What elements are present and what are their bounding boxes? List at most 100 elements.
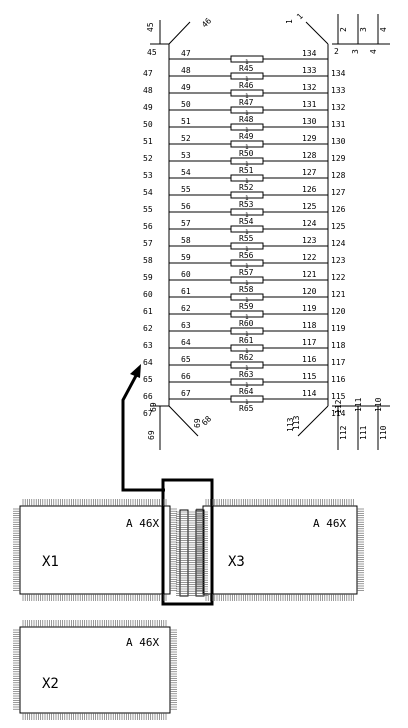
edge-pin-label: 4 — [379, 27, 388, 32]
pin-label-right-inner: 119 — [302, 304, 317, 313]
pin-label-left-inner: 56 — [181, 202, 191, 211]
pin-label-left-inner: 50 — [181, 100, 191, 109]
pin-label-left-outer: 63 — [143, 341, 153, 350]
pin-label-right-outer: 120 — [331, 307, 346, 316]
resistor-body — [230, 208, 264, 216]
component-x2-name: X2 — [42, 676, 59, 692]
resistor-pin-label: 1 — [245, 399, 249, 406]
pin-label-left-outer: 55 — [143, 205, 153, 214]
pin-label-right-inner: 133 — [302, 66, 317, 75]
component-x3-body — [202, 505, 358, 595]
resistor-body — [230, 327, 264, 335]
pin-label-right-outer: 133 — [331, 86, 346, 95]
pin-label-right-inner: 118 — [302, 321, 317, 330]
pin-label-left-inner: 57 — [181, 219, 191, 228]
resistor-pin-label: 1 — [245, 161, 249, 168]
resistor-label: R60 — [239, 319, 254, 328]
pin-label-left-inner: 60 — [181, 270, 191, 279]
edge-pin-label: 3 — [359, 27, 368, 32]
pin-label-left-inner: 51 — [181, 117, 191, 126]
corner-diagonal-top-right — [305, 21, 329, 45]
pin-label-left-inner: 61 — [181, 287, 191, 296]
pin-label-right-inner: 123 — [302, 236, 317, 245]
pin-label-right-inner: 115 — [302, 372, 317, 381]
pin-label-right-outer: 132 — [331, 103, 346, 112]
resistor-body — [230, 72, 264, 80]
zoom-arrow — [121, 364, 165, 492]
pin-label-right-outer: 126 — [331, 205, 346, 214]
resistor-label: R59 — [239, 302, 254, 311]
pin-label-right-outer: 117 — [331, 358, 346, 367]
resistor-pin-label: 1 — [245, 110, 249, 117]
corner-labels: 45 46 45 1 1 68 69 69 69 113 113 — [146, 12, 305, 440]
corner-label: 45 — [146, 22, 155, 32]
edge-pin-label: 110 — [379, 425, 388, 440]
corner-label: 113 — [292, 415, 301, 430]
resistor-body — [230, 276, 264, 284]
pin-label-left-outer: 57 — [143, 239, 153, 248]
resistor-label: R55 — [239, 234, 254, 243]
pin-label-left-inner: 66 — [181, 372, 191, 381]
pin-label-left-outer: 60 — [143, 290, 153, 299]
resistor-pin-label: 1 — [245, 229, 249, 236]
pin-label-right-inner: 116 — [302, 355, 317, 364]
resistor-pin-label: 1 — [245, 382, 249, 389]
pin-label-right-inner: 126 — [302, 185, 317, 194]
pin-label-left-outer: 62 — [143, 324, 153, 333]
component-x1-name: X1 — [42, 554, 59, 570]
resistor-pin-label: 1 — [245, 280, 249, 287]
resistor-pin-label: 1 — [245, 59, 249, 66]
corner-label: 1 — [285, 19, 294, 24]
resistor-pin-label: 1 — [245, 93, 249, 100]
pin-label-right-outer: 129 — [331, 154, 346, 163]
resistor-pin-label: 1 — [245, 297, 249, 304]
zoom-arrow-head — [130, 364, 141, 378]
pin-label-right-outer: 119 — [331, 324, 346, 333]
component-x2-type: A 46X — [126, 636, 159, 649]
resistor-body — [230, 140, 264, 148]
edge-pin-label: 112 — [339, 425, 348, 440]
pin-label-right-inner: 128 — [302, 151, 317, 160]
component-x1-body — [19, 505, 171, 595]
pin-label-left-outer: 50 — [143, 120, 153, 129]
resistor-label: R54 — [239, 217, 254, 226]
resistor-label: R58 — [239, 285, 254, 294]
pin-label-left-inner: 55 — [181, 185, 191, 194]
pin-label-right-inner: 122 — [302, 253, 317, 262]
pin-label-left-outer: 54 — [143, 188, 153, 197]
pin-label-left-inner: 64 — [181, 338, 191, 347]
pin-label-right-outer: 122 — [331, 273, 346, 282]
edge-pin-label: 111 — [354, 397, 363, 412]
pin-label-left-outer: 49 — [143, 103, 153, 112]
pin-fringe — [13, 499, 364, 720]
pin-label-right-outer: 114 — [331, 409, 346, 418]
pin-label-left-outer: 61 — [143, 307, 153, 316]
corner-label: 1 — [295, 12, 305, 22]
zoom-arrow-line — [121, 371, 165, 492]
pin-label-right-inner: 132 — [302, 83, 317, 92]
resistor-pin-label: 1 — [245, 212, 249, 219]
corner-label: 69 — [193, 418, 202, 428]
resistor-pin-label: 1 — [245, 127, 249, 134]
pin-label-left-outer: 51 — [143, 137, 153, 146]
resistor-pin-label: 1 — [245, 365, 249, 372]
resistor-body — [230, 55, 264, 63]
pin-label-left-inner: 67 — [181, 389, 191, 398]
resistor-label: R65 — [239, 404, 254, 413]
pin-label-left-inner: 59 — [181, 253, 191, 262]
pin-label-left-outer: 66 — [143, 392, 153, 401]
pin-label-right-inner: 124 — [302, 219, 317, 228]
pin-label-right-outer: 130 — [331, 137, 346, 146]
pin-label-left-outer: 58 — [143, 256, 153, 265]
pin-label-right-outer: 121 — [331, 290, 346, 299]
resistor-body — [230, 242, 264, 250]
pin-label-left-inner: 48 — [181, 66, 191, 75]
pin-label-right-inner: 114 — [302, 389, 317, 398]
resistor-label: R45 — [239, 64, 254, 73]
resistor-body — [230, 293, 264, 301]
pin-label-left-outer: 64 — [143, 358, 153, 367]
corner-label: 68 — [200, 414, 213, 427]
resistor-label: R56 — [239, 251, 254, 260]
